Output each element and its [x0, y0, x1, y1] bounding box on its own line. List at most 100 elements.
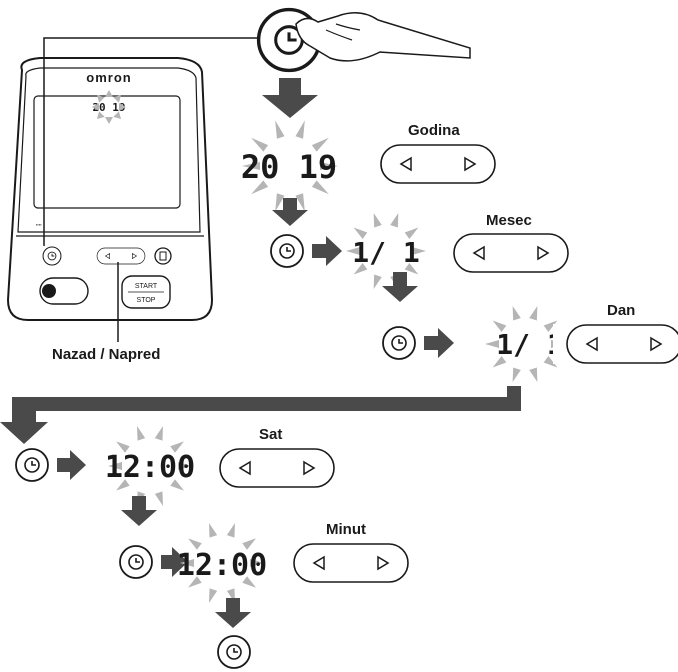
- user-button[interactable]: [39, 277, 89, 305]
- blink-ray: [250, 559, 264, 567]
- blink-ray: [529, 305, 538, 321]
- hour-nav-button[interactable]: [219, 448, 335, 488]
- blink-ray: [311, 137, 329, 152]
- blink-ray: [492, 356, 507, 368]
- blink-ray: [242, 162, 260, 170]
- blink-ray: [529, 367, 538, 383]
- arrow-down-5: [215, 598, 251, 628]
- nav-caption: Nazad / Napred: [52, 346, 161, 363]
- arrow-down-4: [121, 496, 157, 526]
- blink-ray: [209, 588, 218, 603]
- blink-ray: [96, 94, 105, 103]
- start-label: START: [135, 283, 158, 290]
- blink-ray: [311, 180, 329, 195]
- blink-ray: [188, 576, 202, 588]
- stop-label: STOP: [137, 297, 156, 304]
- step-label-hour: Sat: [259, 426, 283, 443]
- clock-leader-line: [43, 37, 258, 246]
- month-nav-button[interactable]: [453, 233, 569, 273]
- blink-ray: [92, 103, 99, 111]
- device-year-display: 20 19: [92, 101, 125, 114]
- blink-ray: [154, 426, 163, 441]
- blink-ray: [188, 538, 202, 550]
- blink-ray: [113, 111, 122, 120]
- step-year: 20 19: [241, 120, 496, 212]
- blink-ray: [108, 462, 122, 470]
- blink-ray: [137, 426, 146, 441]
- blink-ray: [543, 320, 558, 332]
- month-clock-button[interactable]: [270, 234, 304, 268]
- year-nav-button[interactable]: [380, 144, 496, 184]
- blink-ray: [154, 491, 163, 506]
- blink-ray: [295, 120, 305, 139]
- blink-ray: [242, 538, 256, 550]
- blink-ray: [412, 247, 426, 255]
- minute-nav-button[interactable]: [293, 543, 409, 583]
- blink-ray: [275, 120, 285, 139]
- blink-ray: [390, 212, 399, 228]
- blink-ray: [105, 90, 113, 97]
- arrow-right-3: [424, 328, 454, 358]
- final-clock-button[interactable]: [217, 635, 251, 669]
- blink-ray: [170, 441, 184, 453]
- return-arrow: [0, 386, 521, 444]
- blink-ray: [404, 227, 419, 239]
- blink-ray: [180, 559, 194, 567]
- blink-ray: [512, 367, 521, 383]
- blink-ray: [170, 479, 184, 491]
- arrow-right-2: [312, 236, 342, 266]
- device-nav-button[interactable]: [96, 247, 146, 265]
- minute-clock-button[interactable]: [119, 545, 153, 579]
- blink-ray: [275, 193, 285, 212]
- blink-ray: [226, 523, 235, 538]
- arrow-down-2: [382, 272, 418, 302]
- device-small-text: ▪▪▪▪: [36, 222, 42, 227]
- blink-ray: [373, 274, 382, 290]
- blood-pressure-monitor: omron 20 19 ▪▪▪▪ START STOP: [6, 57, 214, 321]
- day-clock-button[interactable]: [382, 326, 416, 360]
- hour-display: 12:00: [105, 450, 195, 485]
- step-label-year: Godina: [408, 122, 460, 139]
- memory-button[interactable]: [154, 247, 172, 265]
- blink-ray: [512, 305, 521, 321]
- blink-ray: [116, 441, 130, 453]
- device-display-rays: [92, 90, 126, 124]
- blink-ray: [492, 320, 507, 332]
- blink-ray: [485, 340, 499, 348]
- blink-ray: [116, 479, 130, 491]
- step-label-day: Dan: [607, 302, 636, 319]
- blink-ray: [295, 193, 305, 212]
- minute-display: 12:00: [177, 548, 267, 583]
- arrow-right-5: [161, 547, 188, 577]
- blink-ray: [404, 263, 419, 275]
- blink-ray: [119, 103, 126, 111]
- device-clock-button[interactable]: [42, 246, 62, 266]
- blink-ray: [209, 523, 218, 538]
- blink-ray: [96, 111, 105, 120]
- step-label-month: Mesec: [486, 212, 532, 229]
- blink-ray: [353, 227, 368, 239]
- month-display: 1/ 1: [352, 236, 419, 269]
- blink-ray: [320, 162, 338, 170]
- blink-ray: [242, 576, 256, 588]
- blink-ray: [113, 94, 122, 103]
- pointing-hand-icon: [295, 12, 471, 62]
- big-arrow-down: [262, 78, 318, 118]
- hour-clock-button[interactable]: [15, 448, 49, 482]
- blink-ray: [353, 263, 368, 275]
- blink-ray: [373, 212, 382, 228]
- blink-ray: [178, 462, 192, 470]
- arrow-right-4: [57, 450, 86, 480]
- day-nav-button[interactable]: [566, 324, 678, 364]
- year-display: 20 19: [241, 148, 337, 186]
- blink-ray: [251, 137, 269, 152]
- arrow-down-1: [272, 198, 308, 226]
- blink-ray: [543, 356, 558, 368]
- step-label-minute: Minut: [326, 521, 366, 538]
- day-display: 1/ 1: [496, 328, 563, 361]
- blink-ray: [105, 117, 113, 124]
- blink-ray: [346, 247, 360, 255]
- brand-logo: omron: [86, 70, 131, 85]
